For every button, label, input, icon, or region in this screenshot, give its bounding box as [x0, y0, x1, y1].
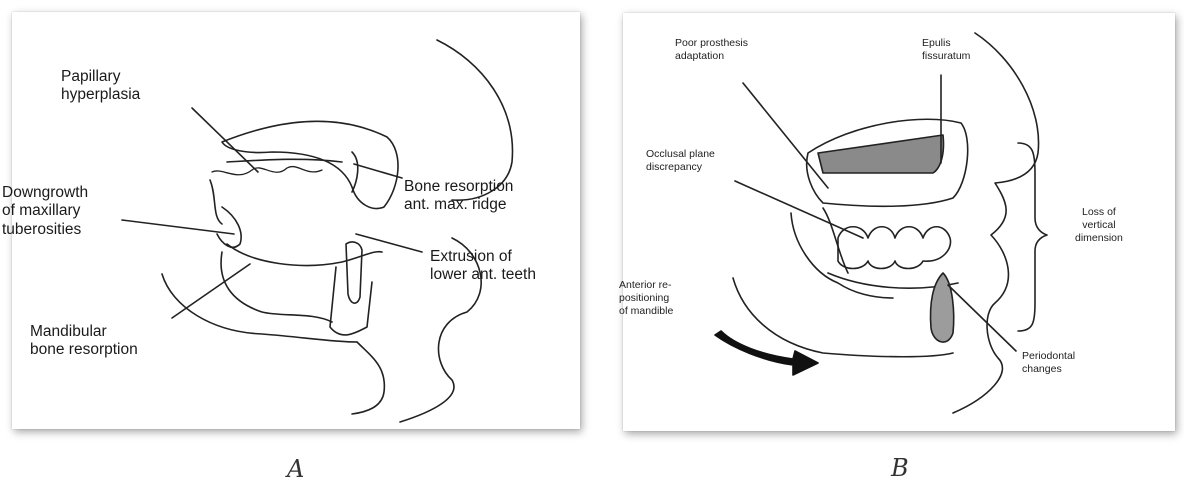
papillary-tissue — [212, 167, 322, 175]
leader-occlusal — [735, 181, 863, 238]
leader-poor-prosthesis — [743, 83, 828, 188]
leader-downgrowth — [122, 220, 234, 234]
repositioning-arrow — [715, 331, 818, 375]
upper-denture — [222, 121, 398, 208]
label-papillary-hyperplasia: Papillary hyperplasia — [61, 68, 140, 105]
label-extrusion: Extrusion of lower ant. teeth — [430, 248, 536, 285]
leader-bone-resorption — [354, 164, 402, 178]
label-poor-prosthesis: Poor prosthesis adaptation — [675, 37, 748, 63]
label-bone-resorption: Bone resorption ant. max. ridge — [404, 178, 513, 215]
lower-tooth — [346, 242, 362, 303]
label-mandibular-resorption: Mandibular bone resorption — [30, 323, 138, 360]
bracket — [1018, 143, 1047, 331]
lower-ridge — [227, 244, 382, 265]
teeth-row — [838, 227, 951, 269]
leader-papillary — [192, 108, 258, 172]
label-periodontal-changes: Periodontal changes — [1022, 350, 1075, 376]
leader-periodontal — [948, 285, 1016, 351]
tuberosity — [217, 207, 241, 247]
caption-a: A — [287, 455, 304, 483]
maxillary-sinus — [818, 135, 944, 173]
caption-b: B — [891, 454, 909, 482]
panel-b: Poor prosthesis adaptation Epulis fissur… — [623, 13, 1175, 431]
label-epulis-fissuratum: Epulis fissuratum — [922, 37, 970, 63]
leader-extrusion — [356, 234, 422, 252]
label-occlusal-plane: Occlusal plane discrepancy — [646, 148, 715, 174]
panel-a: Papillary hyperplasia Downgrowth of maxi… — [12, 12, 580, 429]
leader-mandibular — [172, 264, 250, 318]
face-profile-upper — [437, 40, 512, 200]
lower-tooth — [931, 273, 954, 342]
label-downgrowth-tuberosities: Downgrowth of maxillary tuberosities — [2, 184, 88, 239]
label-loss-vertical-dimension: Loss of vertical dimension — [1075, 206, 1123, 245]
mandible — [733, 278, 953, 357]
label-anterior-repositioning: Anterior re- positioning of mandible — [619, 279, 673, 318]
